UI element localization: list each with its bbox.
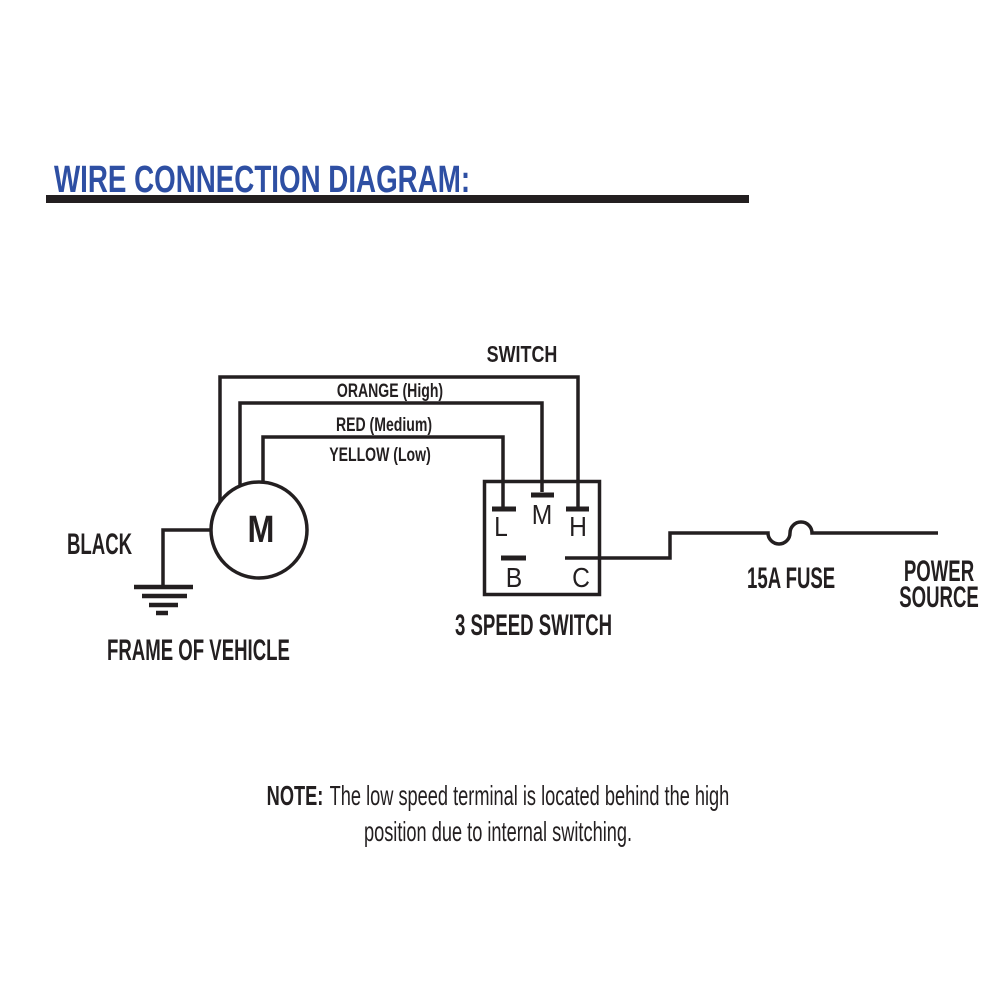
power-source-label-line2: SOURCE <box>899 581 979 614</box>
fuse-label: 15A FUSE <box>747 562 836 595</box>
note-line-2: position due to internal switching. <box>363 816 633 847</box>
yellow-low-wire-label: YELLOW (Low) <box>329 445 431 466</box>
motor-letter: M <box>247 509 275 551</box>
terminal-bars <box>492 492 589 561</box>
power-wire-with-fuse-icon <box>565 520 938 560</box>
three-speed-switch-label: 3 SPEED SWITCH <box>455 609 613 642</box>
note-label: NOTE: <box>266 780 324 811</box>
black-wire-label: BLACK <box>67 528 133 561</box>
title-underline <box>46 195 749 203</box>
switch-label: SWITCH <box>486 341 558 367</box>
black-ground-wire <box>161 528 230 585</box>
power-source-label-line1: POWER <box>903 555 975 588</box>
terminal-b-label: B <box>505 562 523 593</box>
ground-icon <box>134 584 193 616</box>
terminal-c-label: C <box>572 562 590 593</box>
page-title: WIRE CONNECTION DIAGRAM: <box>54 159 471 201</box>
frame-of-vehicle-label: FRAME OF VEHICLE <box>107 634 290 667</box>
yellow-low-wire <box>261 435 505 507</box>
red-medium-wire <box>238 401 544 493</box>
orange-high-wire <box>218 375 580 507</box>
terminal-l-label: L <box>494 511 508 542</box>
orange-high-wire-label: ORANGE (High) <box>336 381 444 402</box>
note-text-line1: The low speed terminal is located behind… <box>329 780 730 811</box>
terminal-m-label: M <box>531 499 553 530</box>
motor-circle <box>209 480 309 580</box>
red-medium-wire-label: RED (Medium) <box>335 415 433 436</box>
terminal-h-label: H <box>569 511 587 542</box>
switch-box <box>482 479 602 597</box>
note-line-1: NOTE:The low speed terminal is located b… <box>238 782 758 810</box>
